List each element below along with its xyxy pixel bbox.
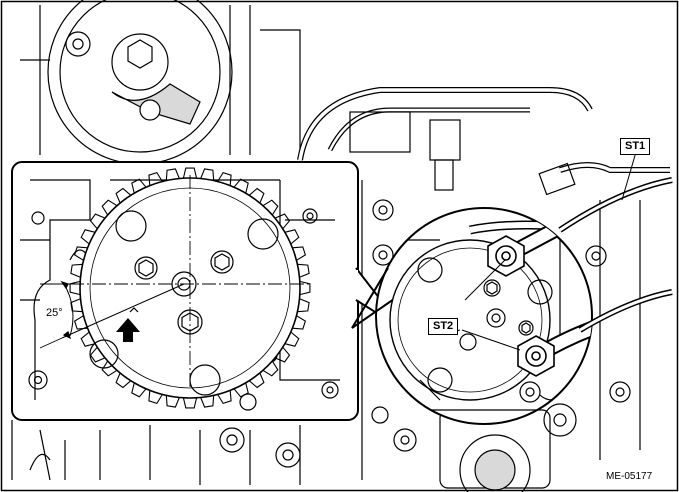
tool-detail-content	[389, 208, 592, 411]
sprocket-tooth	[80, 229, 96, 245]
sprocket-tooth	[115, 372, 132, 389]
sprocket-tooth	[299, 280, 311, 296]
sprocket-tooth	[262, 360, 279, 377]
sprocket-tooth	[274, 213, 291, 230]
sprocket-tooth	[248, 372, 265, 389]
sprocket-tooth	[274, 346, 291, 363]
st2-label: ST2	[428, 318, 459, 335]
st1-tool-handle	[451, 151, 673, 333]
sprocket-tooth	[233, 178, 249, 194]
sprocket-tooth	[165, 395, 180, 408]
sprocket-tooth	[284, 331, 300, 347]
sprocket-tooth	[89, 213, 106, 230]
sprocket-tooth	[292, 246, 307, 261]
sprocket-tooth	[89, 346, 106, 363]
sprocket-tooth	[148, 390, 163, 405]
sprocket-tooth	[70, 263, 83, 278]
arrow-up-icon	[116, 318, 140, 342]
sprocket-tooth	[165, 168, 180, 181]
circle-callout-pointer	[351, 267, 411, 329]
sprocket-tooth	[200, 168, 215, 181]
sprocket-tooth	[182, 397, 198, 409]
figure-code: ME-05177	[606, 471, 653, 482]
sprocket-tooth	[69, 280, 81, 296]
st1-label: ST1	[620, 138, 651, 155]
sprocket-tooth	[73, 246, 88, 261]
sprocket-tooth	[182, 167, 198, 179]
sprocket-tooth	[217, 390, 232, 405]
detail-inset-content	[20, 167, 340, 411]
sprocket-tooth	[233, 382, 249, 398]
engine-background	[11, 0, 670, 492]
sprocket-tooth	[200, 395, 215, 408]
sprocket-tooth	[101, 360, 118, 377]
sprocket-tooth	[262, 199, 279, 216]
sprocket-tooth	[248, 187, 265, 204]
sprocket-tooth	[284, 229, 300, 245]
sprocket-tooth	[101, 199, 118, 216]
sprocket-tooth	[148, 171, 163, 186]
sprocket-tooth	[297, 263, 310, 278]
sprocket-tooth	[292, 315, 307, 330]
angle-label: 25°	[46, 307, 63, 319]
sprocket-tooth	[217, 171, 232, 186]
sprocket-tooth	[297, 298, 310, 313]
sprocket-tooth	[131, 178, 147, 194]
sprocket-tooth	[131, 382, 147, 398]
sprocket-tooth	[115, 187, 132, 204]
sprocket-tooth	[70, 298, 83, 313]
sprocket-tooth	[80, 331, 96, 347]
